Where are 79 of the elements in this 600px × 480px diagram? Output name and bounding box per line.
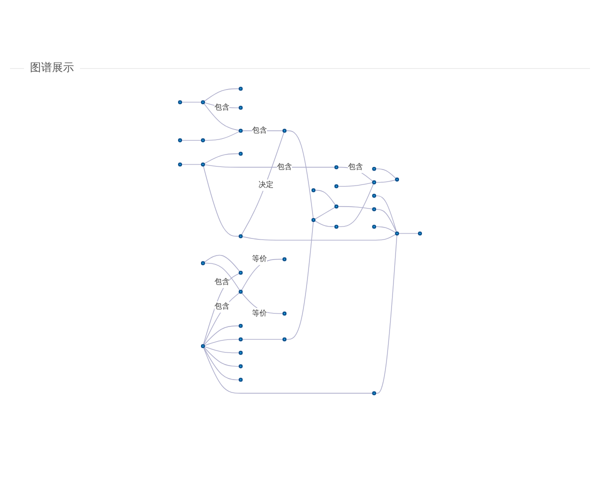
connector: [204, 346, 240, 354]
node-circle: [418, 231, 422, 236]
panel-title: 图谱展示: [24, 60, 80, 75]
node-circle: [311, 188, 316, 192]
node-circle: [238, 270, 243, 275]
node-circle: [395, 178, 400, 182]
connector: [204, 346, 240, 367]
node-circle: [334, 224, 338, 229]
node-circle: [372, 391, 376, 396]
connector: [203, 272, 240, 346]
node-circle: [372, 166, 376, 171]
connector: [242, 339, 284, 340]
connector: [241, 258, 284, 291]
node-circle: [282, 128, 287, 133]
node-circle: [200, 138, 205, 142]
node-circle: [178, 138, 182, 142]
node-circle: [178, 162, 182, 166]
node-circle: [200, 261, 205, 266]
node-circle: [372, 224, 376, 229]
node-circle: [334, 165, 338, 170]
connector: [204, 254, 240, 272]
node-circle: [311, 218, 316, 222]
node-circle: [395, 231, 400, 236]
node-circle: [178, 100, 182, 104]
connector: [204, 153, 240, 164]
connector: [314, 206, 336, 220]
node-circle: [282, 312, 287, 316]
node-circle: [372, 180, 376, 184]
connector: [375, 168, 396, 179]
connector: [204, 88, 240, 102]
connector: [204, 262, 240, 291]
connector: [375, 226, 396, 234]
node-circle: [372, 194, 376, 198]
connector: [181, 140, 202, 141]
node-circle: [238, 378, 243, 382]
node-circle: [200, 344, 205, 348]
connector: [181, 164, 202, 165]
connector: [375, 234, 398, 394]
node-circle: [238, 106, 243, 110]
connector: [204, 339, 240, 346]
connector: [337, 206, 374, 210]
node-circle: [238, 337, 243, 342]
node-circle: [238, 364, 243, 368]
node-circle: [238, 324, 243, 328]
node-circle: [282, 337, 287, 342]
connector: [203, 292, 240, 346]
connector: [375, 180, 396, 183]
connector: [203, 347, 374, 394]
node-circle: [282, 257, 287, 262]
node-circle: [238, 234, 243, 238]
node-circle: [238, 290, 243, 294]
node-circle: [372, 207, 376, 212]
node-circle: [238, 128, 243, 133]
connector: [286, 220, 314, 340]
connector: [241, 292, 284, 314]
connector: [337, 183, 374, 228]
connector: [203, 346, 240, 380]
connector: [181, 102, 202, 103]
connector: [286, 130, 314, 219]
connector: [337, 166, 374, 182]
connector: [375, 195, 397, 232]
node-circle: [238, 152, 243, 156]
connector: [314, 220, 336, 228]
connector: [204, 164, 336, 168]
connector: [398, 233, 419, 234]
connector: [202, 165, 240, 237]
node-circle: [200, 162, 205, 166]
connector: [241, 132, 284, 236]
connector: [314, 190, 336, 206]
connector: [204, 326, 240, 346]
node-circle: [334, 204, 338, 209]
node-circle: [238, 86, 243, 91]
node-circle: [334, 184, 338, 188]
connector: [375, 208, 397, 233]
connector: [242, 234, 396, 241]
node-circle: [200, 100, 205, 104]
node-circle: [238, 350, 243, 355]
connector: [204, 131, 240, 141]
connector: [337, 182, 374, 187]
